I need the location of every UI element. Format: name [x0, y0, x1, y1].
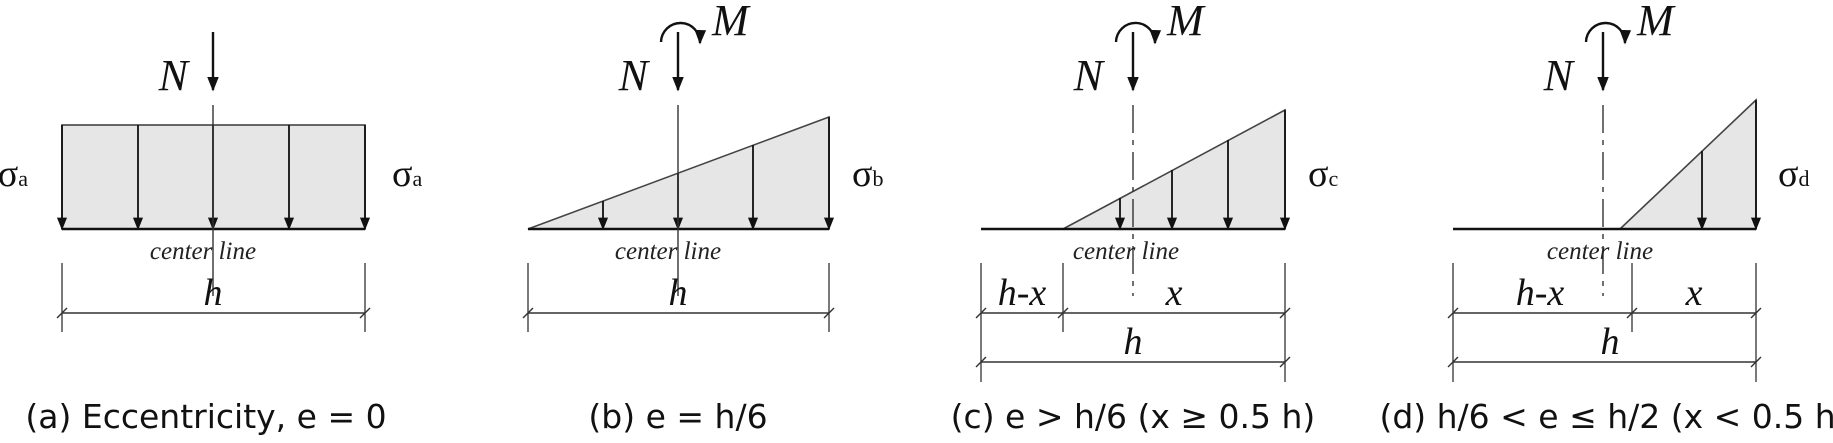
center-line-label: center line: [150, 238, 256, 265]
panel-b: N M σb center line h (b) e = h/6: [522, 0, 883, 436]
load-label: N: [618, 51, 651, 100]
caption-d: (d) h/6 < e ≤ h/2 (x < 0.5 h): [1379, 397, 1833, 436]
center-line-label: center line: [1073, 238, 1179, 265]
load-label: N: [158, 51, 191, 100]
stress-label-right: σb: [852, 153, 883, 195]
panel-a: N σa σa center line h (a) Eccentricity, …: [0, 32, 422, 436]
stress-block-c: [1062, 108, 1291, 231]
moment-arrow: [1114, 21, 1162, 45]
center-line-label: center line: [615, 238, 721, 265]
center-line-label: center line: [1547, 238, 1653, 265]
dim-total-label: h: [1124, 321, 1143, 363]
stress-label-right: σa: [392, 153, 422, 195]
stress-block-d: [1617, 98, 1762, 231]
dim-right-label: x: [1165, 272, 1183, 314]
moment-label: M: [711, 0, 751, 45]
dim-left-label: h-x: [1516, 272, 1565, 314]
dimension-h: [56, 263, 371, 332]
dim-right-label: x: [1685, 272, 1703, 314]
dim-total-label: h: [204, 272, 223, 314]
stress-label-left: σa: [0, 153, 28, 195]
load-label: N: [1543, 51, 1576, 100]
moment-arrow: [659, 21, 707, 45]
caption-b: (b) e = h/6: [588, 397, 767, 436]
dimension-h: [522, 263, 835, 332]
panel-d: N M σd center line h-x x h (d) h/6 < e ≤…: [1379, 0, 1833, 436]
dimension-h: [1447, 356, 1762, 368]
panel-c: N M σc center line h-x x h (c) e > h/6 (…: [951, 0, 1339, 436]
caption-a: (a) Eccentricity, e = 0: [25, 397, 386, 436]
moment-arrow: [1584, 21, 1632, 45]
caption-c: (c) e > h/6 (x ≥ 0.5 h): [951, 397, 1316, 436]
dim-total-label: h: [669, 272, 688, 314]
stress-label-right: σd: [1778, 153, 1809, 195]
dim-total-label: h: [1601, 321, 1620, 363]
stress-label-right: σc: [1308, 153, 1338, 195]
load-label: N: [1073, 51, 1106, 100]
dim-left-label: h-x: [998, 272, 1047, 314]
moment-label: M: [1636, 0, 1676, 45]
moment-label: M: [1166, 0, 1206, 45]
dimension-h: [975, 356, 1291, 368]
